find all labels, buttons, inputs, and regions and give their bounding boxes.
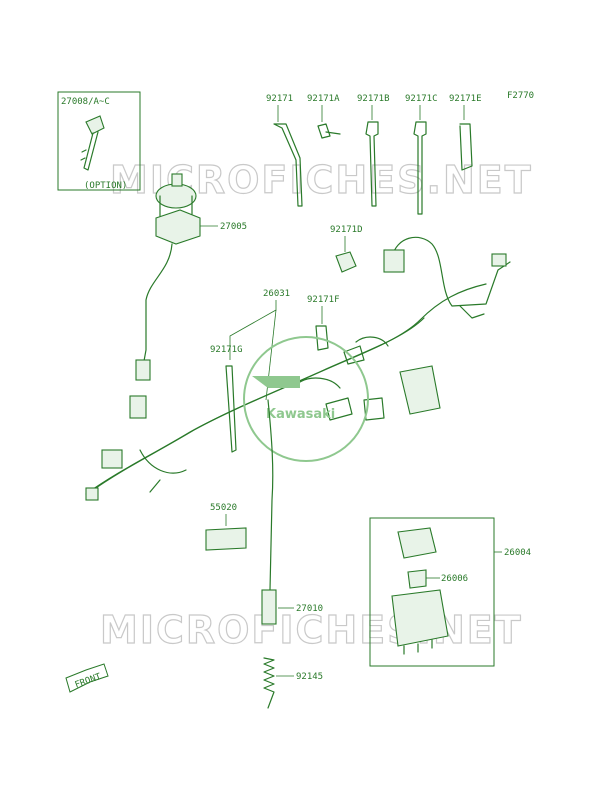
- clamp-row: 92171 92171A 92171B 92171C 92171E: [266, 94, 482, 215]
- clamp-c-icon: [413, 121, 427, 215]
- label-relay: 26006: [441, 574, 468, 584]
- connector-left-3: [85, 487, 99, 501]
- key-box: 27008/A~C (OPTION): [57, 91, 141, 191]
- relay-icon: [407, 569, 427, 589]
- ignition-switch: [155, 173, 201, 245]
- label-clamp-d: 92171D: [330, 225, 363, 235]
- clamp-e-icon: [459, 123, 473, 171]
- connector-upper: [383, 249, 405, 273]
- switch-connector: [135, 359, 151, 381]
- label-key-option: (OPTION): [84, 181, 127, 191]
- clamp-a-icon: [317, 123, 341, 139]
- label-relay-assy: 26004: [504, 548, 531, 558]
- label-clamp-f: 92171F: [307, 295, 340, 305]
- watermark-bottom: MICROFICHES.NET: [100, 608, 523, 652]
- label-label-pad: 55020: [210, 503, 237, 513]
- label-clamp-a: 92171A: [307, 94, 340, 104]
- clamp-b-icon: [365, 121, 379, 207]
- connector-left-2: [101, 449, 123, 469]
- label-ignition-switch: 27005: [220, 222, 247, 232]
- key-icon: [80, 115, 105, 171]
- label-clamp-b: 92171B: [357, 94, 390, 104]
- kawasaki-logo: Kawasaki: [243, 336, 369, 462]
- front-arrow-icon: FRONT: [65, 663, 109, 693]
- label-clamp-g: 92171G: [210, 345, 243, 355]
- relay-base-icon: [391, 589, 449, 647]
- label-main-harness: 26031: [263, 289, 290, 299]
- label-spring: 92145: [296, 672, 323, 682]
- label-clamp-c: 92171C: [405, 94, 438, 104]
- connector-center: [343, 336, 389, 365]
- front-arrow-label: FRONT: [74, 672, 103, 691]
- ground-wire: [459, 305, 485, 319]
- relay-box: 26004 26006: [369, 517, 531, 667]
- clamp-f-icon: [315, 325, 329, 351]
- connectors-lower: [325, 397, 385, 421]
- upper-harness-branch: [391, 236, 511, 307]
- left-branch: [139, 449, 187, 493]
- connector-left-1: [129, 395, 147, 419]
- clamp-d-icon: [335, 251, 357, 273]
- relay-cover-icon: [397, 527, 437, 559]
- cable-end-icon: [261, 589, 277, 625]
- switch-wire: [141, 243, 173, 373]
- clamp-1-icon: [273, 123, 303, 207]
- label-clamp-e: 92171E: [449, 94, 482, 104]
- clamp-g-icon: [225, 365, 237, 453]
- spring-icon: [263, 657, 275, 709]
- connector-upper-right: [491, 253, 507, 267]
- label-key: 27008/A~C: [61, 97, 110, 107]
- cable-wire: [267, 399, 274, 591]
- regulator-block: [399, 365, 441, 415]
- label-cable: 27010: [296, 604, 323, 614]
- harness-loop: [299, 377, 341, 389]
- label-pad-icon: [205, 527, 247, 551]
- label-clamp-1: 92171: [266, 94, 293, 104]
- figure-code: F2770: [507, 91, 534, 101]
- logo-text: Kawasaki: [266, 407, 335, 422]
